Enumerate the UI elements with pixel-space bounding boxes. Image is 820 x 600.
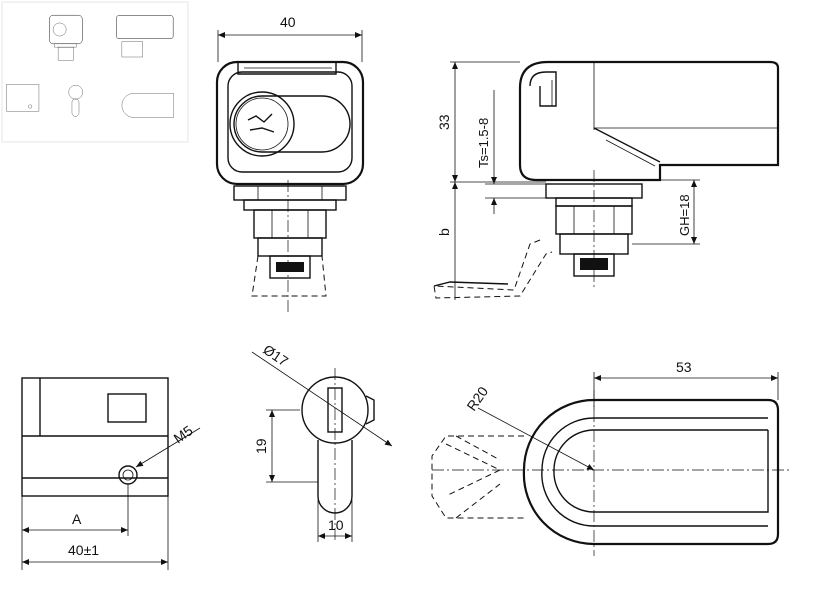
m5-hole <box>118 465 138 485</box>
flange <box>233 185 347 201</box>
cam-height-label: 19 <box>253 438 269 454</box>
top-lever-dashed <box>431 435 524 519</box>
cam-outline-dashed <box>251 255 327 297</box>
side-view: 33 b Ts=1.5-8 GH=18 <box>433 60 780 300</box>
back-view: M5 A 40±1 <box>21 377 201 570</box>
back-width-label: 40±1 <box>68 542 99 558</box>
front-view: 40 <box>215 14 365 312</box>
top-view: 53 R20 <box>431 359 790 556</box>
thickness-label: Ts=1.5-8 <box>476 118 491 168</box>
diameter-label: Ø17 <box>260 341 291 369</box>
key-cylinder <box>229 91 295 157</box>
hex-nut <box>253 209 327 239</box>
side-housing <box>518 60 780 182</box>
top-width-label: 53 <box>676 359 692 375</box>
b-label: b <box>436 228 452 236</box>
lever-arm-dashed <box>433 239 553 299</box>
thread-label: M5 <box>171 422 196 446</box>
cam-width-label: 10 <box>328 517 344 533</box>
front-width-label: 40 <box>280 14 296 30</box>
overview-thumbnail <box>1 1 189 143</box>
grip-height-label: GH=18 <box>677 194 692 236</box>
back-housing <box>21 377 169 497</box>
lock-housing <box>215 60 365 186</box>
radius-label: R20 <box>463 383 491 413</box>
a-label: A <box>72 511 82 527</box>
side-height-label: 33 <box>436 114 452 130</box>
cam-view: Ø17 19 10 <box>251 341 393 542</box>
top-housing <box>522 398 780 546</box>
